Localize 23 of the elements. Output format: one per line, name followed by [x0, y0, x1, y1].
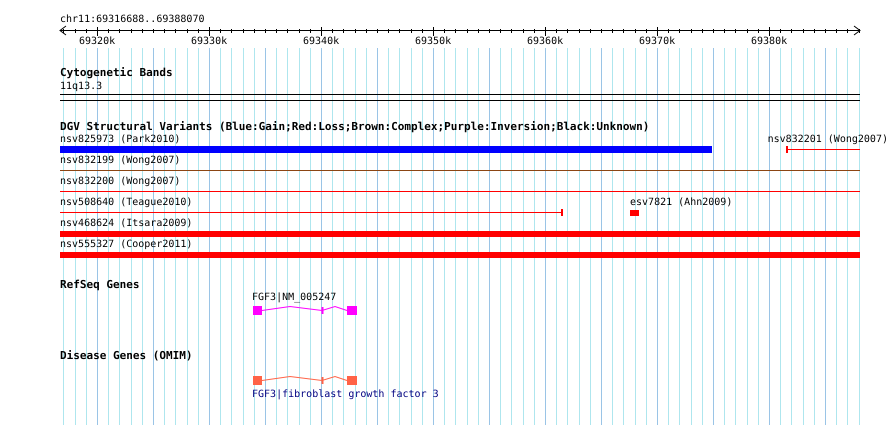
axis-tick-label: 69370k — [639, 36, 676, 48]
feature-label: nsv508640 (Teague2010) — [60, 197, 192, 209]
axis-tick-label: 69380k — [751, 36, 788, 48]
band-label: 11q13.3 — [60, 81, 102, 93]
gene-label: FGF3|fibroblast growth factor 3 — [252, 389, 439, 401]
track-title: RefSeq Genes — [60, 279, 140, 291]
feature-label: nsv555327 (Cooper2011) — [60, 239, 192, 251]
axis-tick-label: 69360k — [527, 36, 564, 48]
feature-label: nsv468624 (Itsara2009) — [60, 218, 192, 230]
track-title: Disease Genes (OMIM) — [60, 350, 192, 362]
feature-label: esv7821 (Ahn2009) — [630, 197, 732, 209]
position-label: chr11:69316688..69388070 — [60, 14, 204, 26]
axis-tick-label: 69350k — [415, 36, 452, 48]
feature-label: nsv832201 (Wong2007) — [768, 134, 888, 146]
feature-label: nsv832200 (Wong2007) — [60, 176, 180, 188]
axis-tick-label: 69330k — [191, 36, 228, 48]
axis-tick-label: 69340k — [303, 36, 340, 48]
feature-label: nsv825973 (Park2010) — [60, 134, 180, 146]
track-title: Cytogenetic Bands — [60, 67, 173, 79]
track-title: DGV Structural Variants (Blue:Gain;Red:Loss;Brown:Complex;Purple:Inversion;Black:Unknown) — [60, 121, 650, 133]
axis-tick-label: 69320k — [79, 36, 116, 48]
feature-label: nsv832199 (Wong2007) — [60, 155, 180, 167]
gene-label: FGF3|NM_005247 — [252, 292, 336, 304]
